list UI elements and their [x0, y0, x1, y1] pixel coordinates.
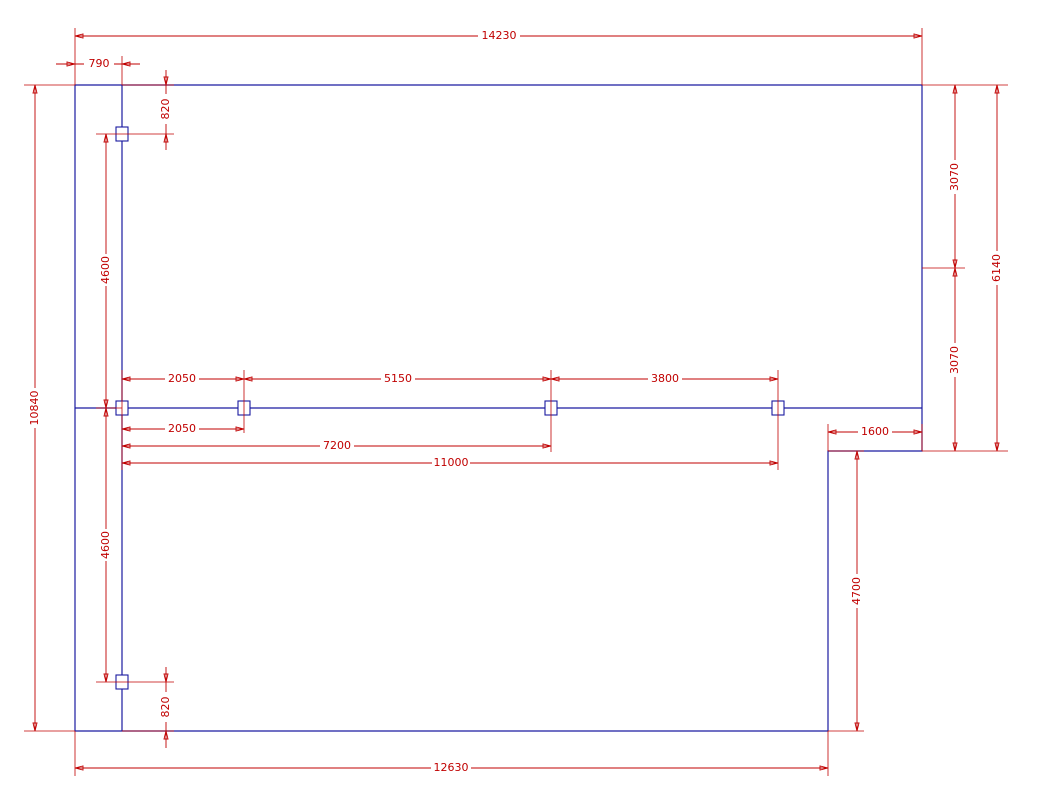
- dim-upper-bay: 4600: [99, 256, 112, 284]
- dim-top-column-offset: 820: [159, 99, 172, 120]
- dim-right-lower: 3070: [948, 346, 961, 374]
- dim-overall-width-top: 14230: [482, 29, 517, 42]
- dim-span-b: 5150: [384, 372, 412, 385]
- dim-span-a: 2050: [168, 372, 196, 385]
- dim-cum-2: 7200: [323, 439, 351, 452]
- dim-cum-3: 11000: [434, 456, 469, 469]
- dimension-labels: 14230 790 820 10840 4600 4600 820 2050 5…: [28, 29, 1004, 775]
- extension-lines: [24, 28, 1008, 776]
- dim-overall-height: 10840: [28, 391, 41, 426]
- building-outline: [74, 84, 923, 732]
- dim-lower-bay: 4600: [99, 531, 112, 559]
- dim-left-offset: 790: [89, 57, 110, 70]
- dim-right-upper: 3070: [948, 163, 961, 191]
- dim-notch-height: 4700: [850, 577, 863, 605]
- dim-cum-1: 2050: [168, 422, 196, 435]
- dim-right-total: 6140: [990, 254, 1003, 282]
- dim-bottom-column-offset: 820: [159, 697, 172, 718]
- dim-span-c: 3800: [651, 372, 679, 385]
- dim-notch-width: 1600: [861, 425, 889, 438]
- dim-overall-width-bottom: 12630: [434, 761, 469, 774]
- dimension-lines: [32, 33, 1000, 771]
